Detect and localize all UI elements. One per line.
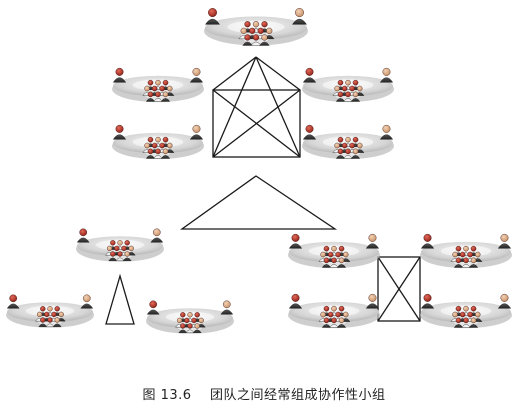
person-icon (497, 233, 512, 249)
person-icon (259, 34, 270, 46)
person-icon (192, 323, 202, 333)
right-group-box (377, 256, 421, 322)
person-icon (178, 323, 188, 333)
person-icon (453, 317, 464, 328)
person-icon (288, 293, 303, 309)
person-icon (205, 8, 220, 25)
top-group-link (212, 56, 257, 158)
person-icon (350, 148, 361, 159)
person-icon (160, 91, 171, 102)
person-icon (336, 317, 347, 328)
team-cluster (204, 8, 308, 46)
person-icon (335, 148, 346, 159)
person-icon (52, 317, 62, 327)
person-icon (153, 148, 163, 159)
person-icon (112, 124, 127, 140)
person-icon (461, 317, 471, 328)
top-group-link (212, 56, 257, 91)
team-cluster (76, 228, 164, 262)
person-icon (497, 293, 512, 309)
person-icon (365, 293, 380, 309)
person-icon (302, 67, 317, 83)
person-icon (329, 317, 339, 328)
group-linking-triangle (179, 175, 338, 230)
person-icon (336, 257, 347, 268)
team-cluster (146, 300, 234, 334)
right-group-link (377, 256, 421, 322)
top-group-link (212, 89, 301, 158)
team-cluster (420, 293, 512, 329)
person-icon (379, 67, 394, 83)
person-icon (220, 300, 234, 315)
person-icon (379, 124, 394, 140)
person-icon (420, 233, 435, 249)
team-cluster (6, 294, 94, 328)
team-cluster (112, 67, 204, 103)
person-icon (189, 124, 204, 140)
person-icon (122, 251, 132, 261)
person-icon (453, 257, 464, 268)
team-cluster (288, 233, 380, 269)
person-icon (185, 323, 195, 333)
person-icon (468, 317, 479, 328)
right-collaboration-group (377, 256, 421, 322)
person-icon (420, 293, 435, 309)
person-icon (6, 294, 20, 309)
team-cluster (302, 67, 394, 103)
person-icon (288, 233, 303, 249)
person-icon (150, 228, 164, 243)
top-group-link (255, 56, 301, 91)
person-icon (468, 257, 479, 268)
person-icon (80, 294, 94, 309)
figure-caption: 图 13.6 团队之间经常组成协作性小组 (142, 388, 386, 403)
person-icon (146, 300, 160, 315)
person-icon (242, 34, 253, 46)
person-icon (153, 91, 163, 102)
person-icon (461, 257, 471, 268)
top-group-link (255, 56, 301, 158)
person-icon (160, 148, 171, 159)
person-icon (76, 228, 90, 243)
person-icon (329, 257, 339, 268)
top-collaboration-group (212, 56, 301, 158)
person-icon (189, 67, 204, 83)
person-icon (321, 317, 332, 328)
person-icon (343, 148, 353, 159)
team-cluster (288, 293, 380, 329)
teams (6, 8, 512, 334)
team-cluster (302, 124, 394, 160)
connection-lines (105, 56, 421, 325)
person-icon (250, 34, 262, 46)
person-icon (302, 124, 317, 140)
person-icon (350, 91, 361, 102)
person-icon (365, 233, 380, 249)
person-icon (145, 91, 156, 102)
person-icon (45, 317, 55, 327)
team-collaboration-diagram (6, 8, 512, 334)
top-group-box (212, 89, 301, 158)
team-cluster (420, 233, 512, 269)
person-icon (112, 67, 127, 83)
team-cluster (112, 124, 204, 160)
left-collaboration-group (105, 273, 135, 325)
person-icon (292, 8, 307, 25)
